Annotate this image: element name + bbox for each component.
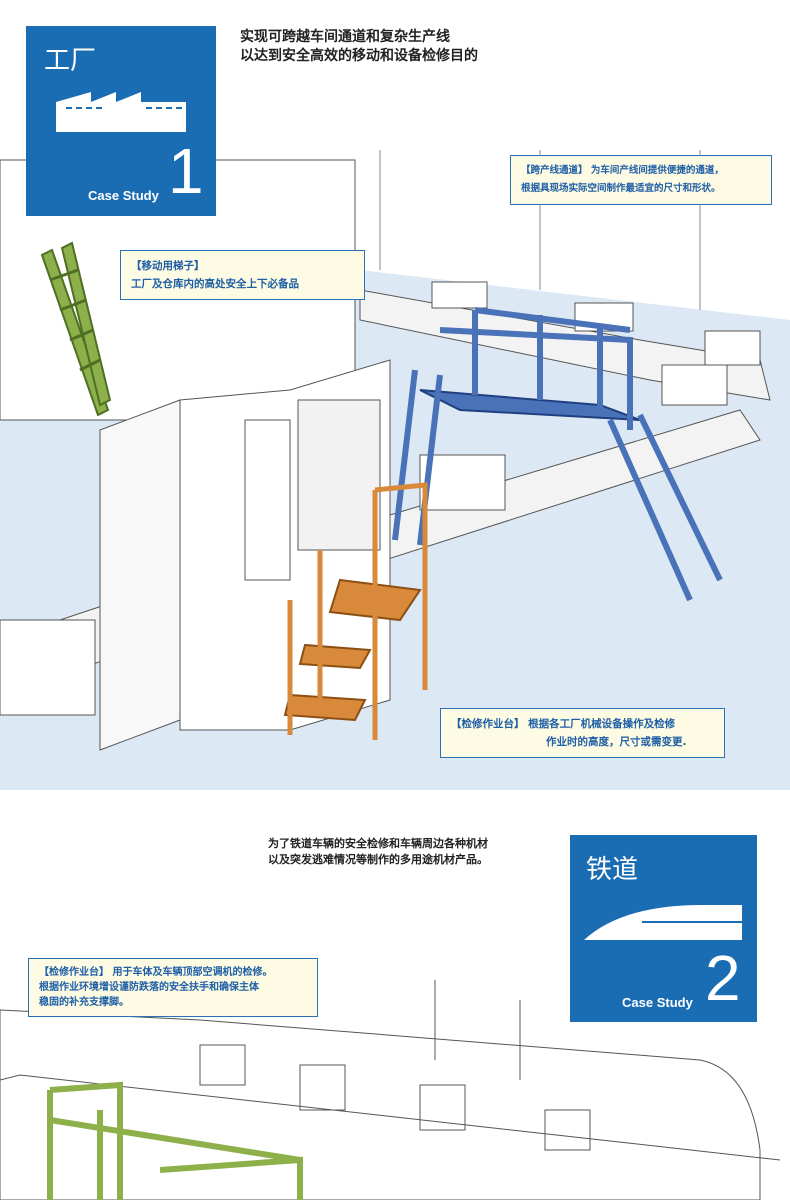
case-study-1-badge: 工厂 Case Study 1	[26, 26, 216, 216]
callout-rail-platform: 【检修作业台】 用于车体及车辆顶部空调机的检修。 根据作业环境增设谨防跌落的安全…	[28, 958, 318, 1017]
callout-tag: 【检修作业台】	[39, 967, 109, 978]
callout-tag: 【跨产线通道】	[521, 165, 588, 176]
callout-crossover-bridge: 【跨产线通道】 为车间产线间提供便捷的通道， 根据具现场实际空间制作最适宜的尺寸…	[510, 155, 772, 205]
case-2-title: 铁道	[586, 855, 639, 885]
case-1-title: 工厂	[44, 46, 97, 76]
headline-line: 为了铁道车辆的安全检修和车辆周边各种机材	[268, 837, 488, 850]
case-1-number: 1	[168, 135, 204, 207]
callout-mobile-ladder: 【移动用梯子】 工厂及仓库内的高处安全上下必备品	[120, 250, 365, 300]
callout-text: 作业时的高度，尺寸或需变更.	[546, 736, 687, 748]
case-2-number: 2	[705, 942, 741, 1014]
callout-text: 根据各工厂机械设备操作及检修	[528, 718, 676, 730]
callout-text: 用于车体及车辆顶部空调机的检修。	[112, 967, 273, 978]
headline-line: 以及突发逃难情况等制作的多用途机材产品。	[268, 853, 488, 866]
headline-line: 以达到安全高效的移动和设备检修目的	[240, 48, 478, 64]
callout-tag: 【移动用梯子】	[131, 260, 205, 272]
case-1-headline: 实现可跨越车间通道和复杂生产线 以达到安全高效的移动和设备检修目的	[240, 28, 478, 66]
callout-tag: 【检修作业台】	[451, 718, 525, 730]
factory-icon	[56, 92, 186, 132]
callout-text: 稳固的补充支撑脚。	[39, 997, 129, 1008]
callout-text: 根据具现场实际空间制作最适宜的尺寸和形状。	[521, 183, 721, 194]
case-2-headline: 为了铁道车辆的安全检修和车辆周边各种机材 以及突发逃难情况等制作的多用途机材产品…	[268, 836, 488, 868]
case-1-label: Case Study	[88, 188, 159, 203]
headline-line: 实现可跨越车间通道和复杂生产线	[240, 29, 450, 45]
case-2-label: Case Study	[622, 995, 693, 1010]
case-study-2-badge: 铁道 Case Study 2	[570, 835, 757, 1022]
callout-text: 根据作业环境增设谨防跌落的安全扶手和确保主体	[39, 982, 259, 993]
callout-text: 为车间产线间提供便捷的通道，	[590, 165, 724, 176]
callout-text: 工厂及仓库内的高处安全上下必备品	[131, 278, 299, 290]
bullet-train-icon	[584, 905, 742, 940]
callout-maintenance-platform: 【检修作业台】 根据各工厂机械设备操作及检修 作业时的高度，尺寸或需变更.	[440, 708, 725, 758]
